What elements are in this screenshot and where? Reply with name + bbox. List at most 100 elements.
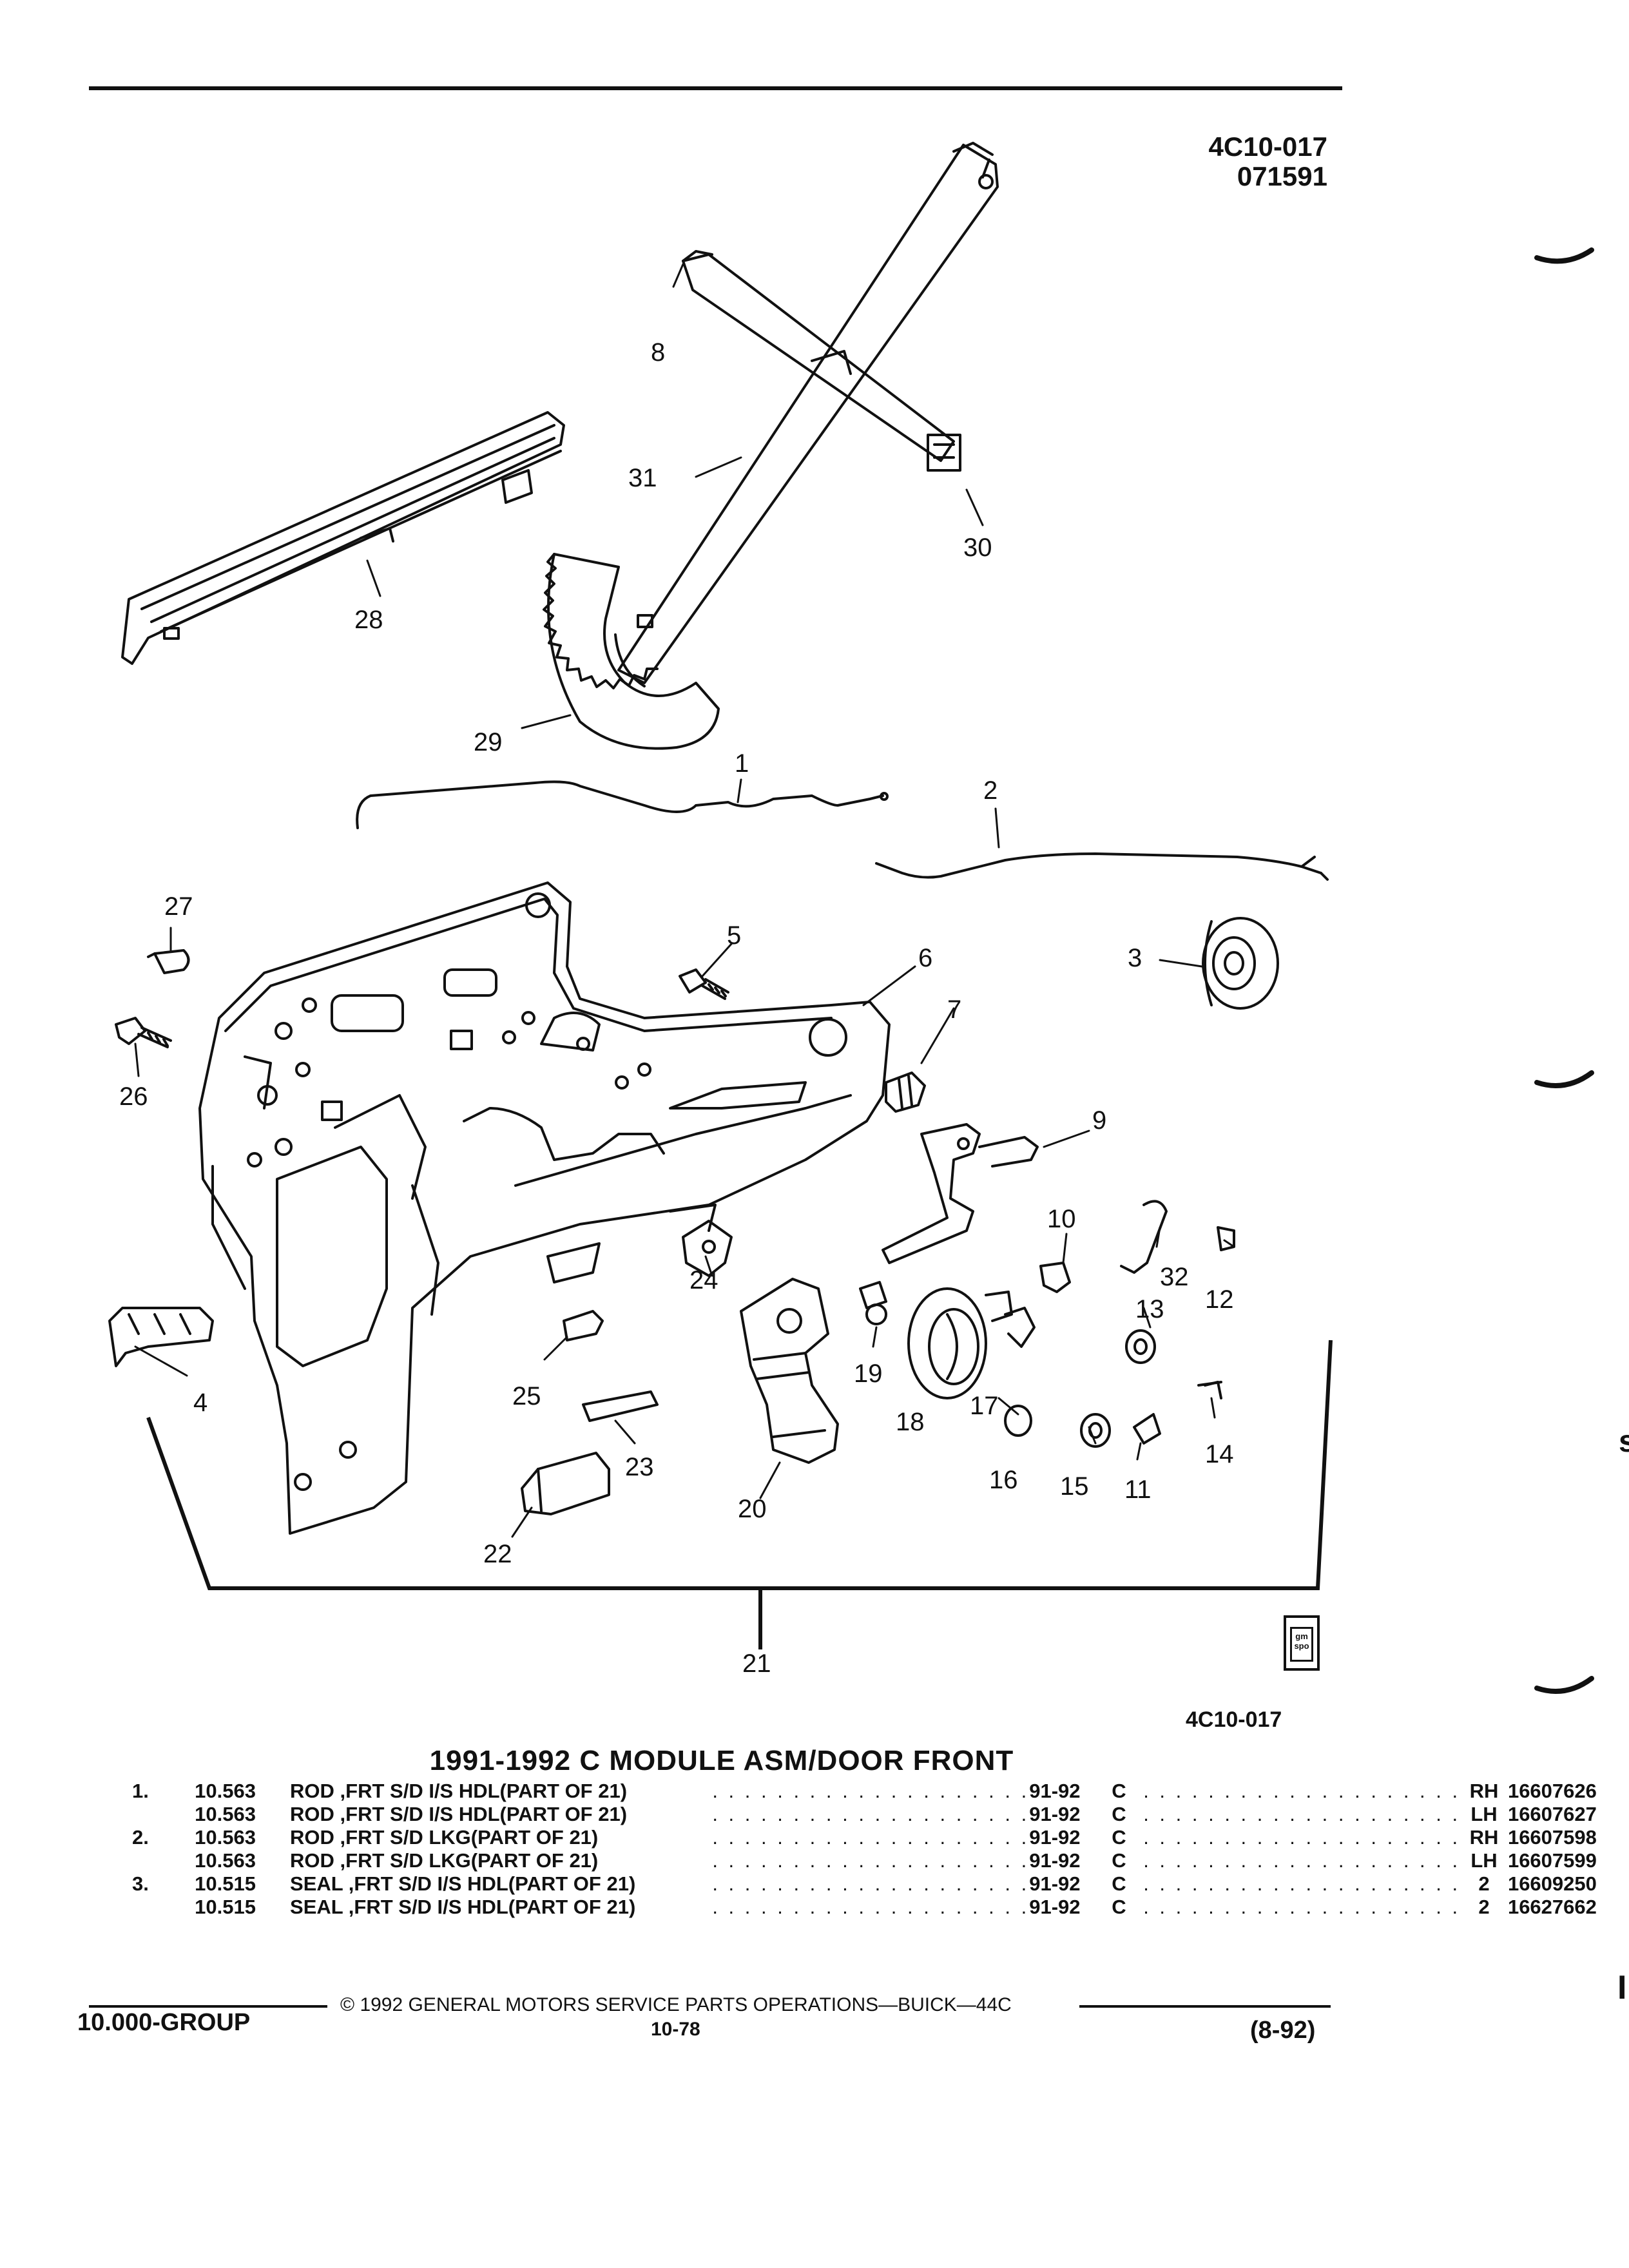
parts-years: 91-92 xyxy=(1029,1803,1081,1825)
door-speaker xyxy=(907,1287,1013,1399)
parts-item-number xyxy=(132,1803,195,1826)
door-module-panel xyxy=(198,881,891,1535)
callout-2: 2 xyxy=(983,776,998,805)
window-regulator-arm xyxy=(617,142,999,684)
parts-item-number: 3. xyxy=(132,1872,149,1895)
parts-years: 91-92 xyxy=(1029,1896,1081,1918)
callout-28: 28 xyxy=(354,606,383,634)
parts-item-number xyxy=(132,1849,195,1872)
parts-description: ROD ,FRT S/D I/S HDL(PART OF 21) xyxy=(290,1803,628,1825)
callout-18: 18 xyxy=(896,1408,925,1436)
footer-rule-right xyxy=(1079,2005,1331,2008)
parts-part-number: 16627662 xyxy=(1507,1896,1597,1918)
rod-lock-linkage xyxy=(875,852,1329,881)
parts-leader-dots: . . . . . . . . . . . . . . . . . . . . xyxy=(1143,1780,1461,1802)
mounting-bracket xyxy=(682,1220,733,1277)
callout-22: 22 xyxy=(483,1540,512,1568)
callout-10: 10 xyxy=(1047,1205,1076,1233)
callout-5: 5 xyxy=(727,921,741,950)
callout-32: 32 xyxy=(1160,1263,1189,1291)
top-rule xyxy=(89,86,1342,90)
footer-group-label: 10.000-GROUP xyxy=(77,2009,251,2036)
margin-mark-i: I xyxy=(1617,1969,1627,2006)
parts-group-number: 10.563 xyxy=(195,1826,256,1849)
push-fastener xyxy=(147,949,190,974)
footer-date-code: (8-92) xyxy=(1250,2017,1316,2044)
parts-years: 91-92 xyxy=(1029,1849,1081,1872)
callout-4: 4 xyxy=(193,1389,207,1417)
parts-model: C xyxy=(1112,1872,1126,1895)
parts-item-number: 2. xyxy=(132,1826,149,1849)
section-title: 1991-1992 C MODULE ASM/DOOR FRONT xyxy=(429,1745,1014,1776)
callout-16: 16 xyxy=(989,1466,1018,1494)
parts-leader-dots: . . . . . . . . . . . . . . . . . . . . xyxy=(712,1872,1030,1895)
parts-side-qty: RH xyxy=(1469,1780,1499,1802)
callout-8: 8 xyxy=(651,338,665,367)
parts-part-number: 16607598 xyxy=(1507,1826,1597,1849)
callout-25: 25 xyxy=(512,1382,541,1410)
parts-part-number: 16607626 xyxy=(1507,1780,1597,1802)
margin-mark-s: s xyxy=(1619,1425,1629,1459)
parts-model: C xyxy=(1112,1849,1126,1872)
leader-lines xyxy=(134,263,1235,1538)
callout-23: 23 xyxy=(625,1453,654,1481)
assembly-bracket-21 xyxy=(146,1340,1333,1649)
callout-15: 15 xyxy=(1060,1472,1089,1501)
motor-connector xyxy=(859,1281,887,1325)
parts-model: C xyxy=(1112,1803,1126,1825)
callout-24: 24 xyxy=(689,1266,718,1294)
callout-26: 26 xyxy=(119,1082,148,1111)
parts-leader-dots: . . . . . . . . . . . . . . . . . . . . xyxy=(1143,1826,1461,1849)
parts-model: C xyxy=(1112,1896,1126,1918)
parts-leader-dots: . . . . . . . . . . . . . . . . . . . . xyxy=(712,1849,1030,1872)
parts-group-number: 10.515 xyxy=(195,1896,256,1918)
fastener-set xyxy=(1004,1200,1235,1448)
parts-side-qty: 2 xyxy=(1478,1872,1490,1895)
callout-3: 3 xyxy=(1128,944,1142,972)
lock-actuator-clip xyxy=(885,1072,926,1113)
callout-13: 13 xyxy=(1135,1295,1164,1323)
parts-item-number xyxy=(132,1896,195,1919)
window-motor xyxy=(740,1278,839,1464)
parts-side-qty: RH xyxy=(1469,1826,1499,1849)
figure-reference-code: 4C10-017 xyxy=(1208,131,1327,162)
callout-14: 14 xyxy=(1205,1440,1234,1468)
latch-lever-assembly xyxy=(882,1123,1039,1264)
callout-labels: 8 31 30 28 29 1 2 3 27 5 6 7 26 9 10 32 … xyxy=(119,338,1234,1678)
exploded-parts-diagram: 8 31 30 28 29 1 2 3 27 5 6 7 26 9 10 32 … xyxy=(108,142,1333,1678)
callout-17: 17 xyxy=(970,1392,999,1420)
parts-part-number: 16609250 xyxy=(1507,1872,1597,1895)
bolt xyxy=(679,968,729,1000)
callout-1: 1 xyxy=(735,749,749,778)
callout-30: 30 xyxy=(963,533,992,562)
parts-description: SEAL ,FRT S/D I/S HDL(PART OF 21) xyxy=(290,1872,636,1895)
regulator-sector-gear xyxy=(543,553,720,750)
parts-model: C xyxy=(1112,1780,1126,1802)
regulator-cross-arm xyxy=(682,250,961,472)
parts-side-qty: LH xyxy=(1470,1849,1498,1872)
parts-row: 2. 10.563 ROD ,FRT S/D LKG(PART OF 21) . . … xyxy=(132,1826,1629,1849)
callout-27: 27 xyxy=(164,892,193,921)
footer-rule-left xyxy=(89,2005,327,2008)
parts-model: C xyxy=(1112,1826,1126,1849)
callout-21: 21 xyxy=(742,1649,771,1678)
callout-6: 6 xyxy=(918,944,932,972)
parts-leader-dots: . . . . . . . . . . . . . . . . . . . . xyxy=(1143,1896,1461,1918)
footer-copyright: © 1992 GENERAL MOTORS SERVICE PARTS OPER… xyxy=(340,1994,1012,2015)
window-channel xyxy=(121,411,565,665)
gm-spo-logo-text: gm spo xyxy=(1290,1627,1313,1662)
callout-19: 19 xyxy=(854,1360,883,1388)
parts-description: ROD ,FRT S/D LKG(PART OF 21) xyxy=(290,1826,599,1849)
parts-years: 91-92 xyxy=(1029,1780,1081,1802)
callout-7: 7 xyxy=(947,995,961,1024)
parts-group-number: 10.563 xyxy=(195,1780,256,1802)
callout-20: 20 xyxy=(738,1495,767,1523)
callout-11: 11 xyxy=(1124,1475,1152,1504)
bolt-26 xyxy=(115,1017,172,1048)
door-clip xyxy=(108,1307,214,1367)
parts-leader-dots: . . . . . . . . . . . . . . . . . . . . xyxy=(712,1780,1030,1802)
